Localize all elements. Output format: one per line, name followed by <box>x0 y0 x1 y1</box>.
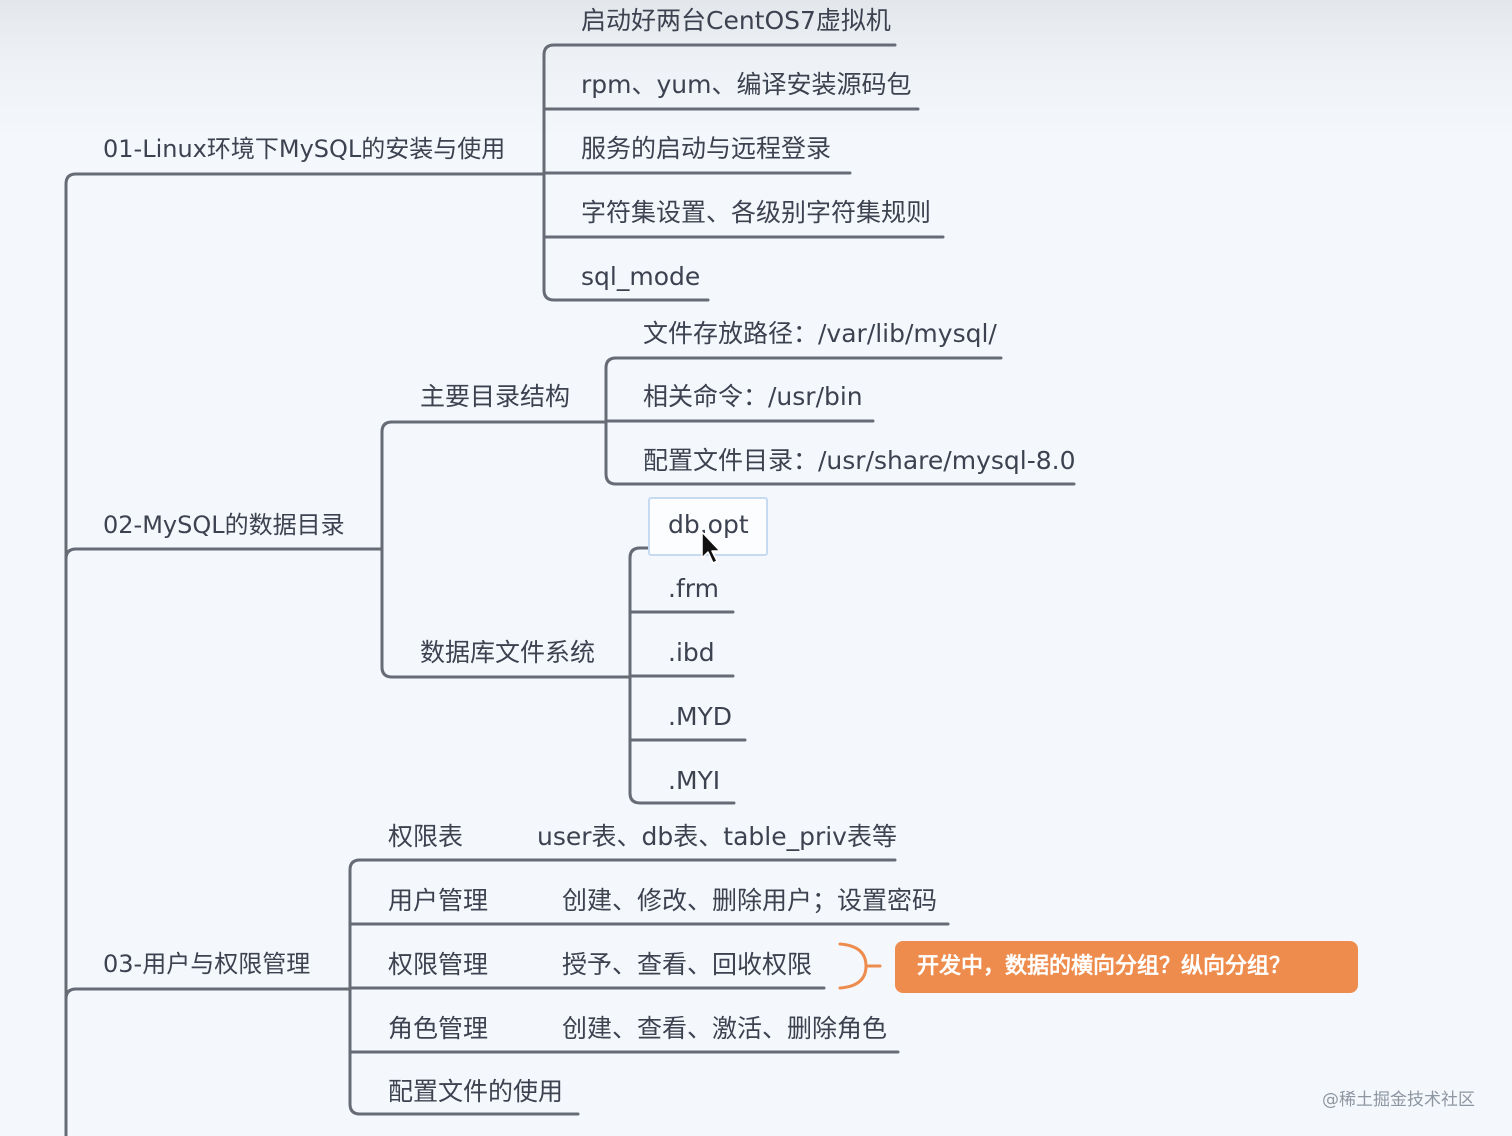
b2-topic-datapath[interactable]: 文件存放路径：/var/lib/mysql/ <box>643 319 997 348</box>
mouse-cursor-icon <box>701 531 721 564</box>
b2-topic-confdir[interactable]: 配置文件目录：/usr/share/mysql-8.0 <box>643 446 1076 475</box>
b2-topic-ibd[interactable]: .ibd <box>668 638 715 667</box>
b2-sub-main-dirs[interactable]: 主要目录结构 <box>420 382 571 411</box>
b3-detail-privmgmt[interactable]: 授予、查看、回收权限 <box>562 950 813 979</box>
b2-topic-myi[interactable]: .MYI <box>668 766 721 795</box>
b1-topic-service[interactable]: 服务的启动与远程登录 <box>581 134 832 163</box>
b3-topic-configfile[interactable]: 配置文件的使用 <box>388 1077 564 1106</box>
callout-brace <box>838 942 882 990</box>
b3-topic-privmgmt[interactable]: 权限管理 <box>388 950 489 979</box>
b1-topic-install[interactable]: rpm、yum、编译安装源码包 <box>581 70 912 99</box>
b1-topic-sqlmode[interactable]: sql_mode <box>581 262 701 291</box>
branch-02-label[interactable]: 02-MySQL的数据目录 <box>103 511 345 539</box>
b3-bracket <box>348 858 580 1116</box>
branch-01-label[interactable]: 01-Linux环境下MySQL的安装与使用 <box>103 135 506 163</box>
top-shade <box>0 0 1512 140</box>
b2-sub-filesystem[interactable]: 数据库文件系统 <box>420 638 596 667</box>
b2-sub2-bracket <box>628 546 736 805</box>
b2-sub1-bracket <box>604 356 1076 486</box>
root-link-03 <box>64 987 352 1001</box>
b3-detail-rolemgmt[interactable]: 创建、查看、激活、删除角色 <box>562 1014 888 1043</box>
callout-note[interactable]: 开发中，数据的横向分组？纵向分组？ <box>895 941 1358 993</box>
b1-topic-charset[interactable]: 字符集设置、各级别字符集规则 <box>581 198 932 227</box>
branch-03-label[interactable]: 03-用户与权限管理 <box>103 950 311 978</box>
b3-topic-usermgmt[interactable]: 用户管理 <box>388 886 489 915</box>
root-link-02 <box>64 547 384 561</box>
b3-detail-usermgmt[interactable]: 创建、修改、删除用户；设置密码 <box>562 886 938 915</box>
b1-bracket <box>542 43 710 302</box>
b3-topic-privtables[interactable]: 权限表 <box>388 822 464 851</box>
b2-bracket <box>380 420 632 679</box>
b2-topic-myd[interactable]: .MYD <box>668 702 733 731</box>
b2-topic-dbopt[interactable]: db.opt <box>668 510 749 539</box>
root-trunk <box>64 172 524 1136</box>
b1-topic-centos[interactable]: 启动好两台CentOS7虚拟机 <box>581 6 891 35</box>
watermark: @稀土掘金技术社区 <box>1322 1090 1475 1110</box>
b2-topic-bin[interactable]: 相关命令：/usr/bin <box>643 382 863 411</box>
b2-topic-frm[interactable]: .frm <box>668 574 719 603</box>
b3-topic-rolemgmt[interactable]: 角色管理 <box>388 1014 489 1043</box>
b3-detail-privtables[interactable]: user表、db表、table_priv表等 <box>537 822 897 851</box>
